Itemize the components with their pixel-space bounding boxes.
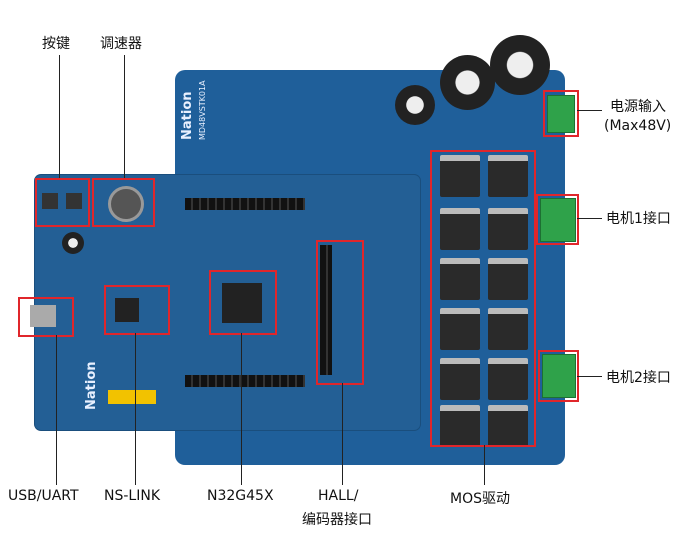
- mosfet: [488, 258, 528, 300]
- mosfet: [440, 405, 480, 447]
- mcu-highlight: [209, 270, 277, 335]
- capacitor: [62, 232, 84, 254]
- leader-line: [342, 383, 343, 485]
- mosfet: [488, 308, 528, 350]
- leader-line: [241, 333, 242, 485]
- mosfet: [488, 208, 528, 250]
- mosfet: [440, 155, 480, 197]
- leader-line: [56, 335, 57, 485]
- leader-line: [577, 110, 602, 111]
- speed-regulator-highlight: [92, 178, 155, 227]
- control-board-brand: Nation: [84, 361, 99, 410]
- ns-link-chip: [115, 298, 139, 322]
- ns-link-highlight: [104, 285, 170, 335]
- label-ns-link: NS-LINK: [104, 488, 160, 504]
- leader-line: [135, 333, 136, 485]
- mosfet: [440, 208, 480, 250]
- power-terminal: [547, 95, 575, 133]
- knob: [108, 186, 144, 222]
- label-hall-line2: 编码器接口: [302, 512, 372, 528]
- label-motor2: 电机2接口: [606, 370, 671, 386]
- leader-line: [577, 376, 602, 377]
- pin-header: [185, 375, 305, 387]
- hall-highlight: [316, 240, 364, 385]
- pin-header: [185, 198, 305, 210]
- button-highlight: [35, 178, 90, 227]
- label-power-input: 电源输入: [610, 99, 666, 115]
- pin-header: [320, 245, 332, 375]
- label-usb-uart: USB/UART: [8, 488, 79, 504]
- motor2-highlight: [538, 350, 579, 402]
- mosfet: [440, 258, 480, 300]
- leader-line: [59, 55, 60, 178]
- button-switch: [42, 193, 58, 209]
- jumper: [108, 390, 156, 404]
- capacitor: [440, 55, 495, 110]
- capacitor: [395, 85, 435, 125]
- board-model: MD48VSTK01A: [198, 80, 207, 140]
- leader-line: [484, 445, 485, 485]
- button-switch: [66, 193, 82, 209]
- leader-line: [124, 55, 125, 178]
- mosfet: [488, 358, 528, 400]
- motor1-highlight: [536, 194, 579, 245]
- label-button: 按键: [42, 36, 70, 52]
- label-mos: MOS驱动: [450, 491, 510, 507]
- label-mcu: N32G45X: [207, 488, 274, 504]
- label-motor1: 电机1接口: [606, 211, 671, 227]
- motor1-terminal: [540, 198, 576, 242]
- usb-highlight: [18, 297, 74, 337]
- label-speed-regulator: 调速器: [100, 36, 142, 52]
- power-highlight: [543, 90, 579, 137]
- mosfet: [440, 358, 480, 400]
- mosfet: [440, 308, 480, 350]
- leader-line: [577, 218, 602, 219]
- usb-port: [30, 305, 56, 327]
- mos-highlight: [430, 150, 536, 447]
- label-hall-line1: HALL/: [318, 488, 359, 504]
- mcu-chip: [222, 283, 262, 323]
- mosfet: [488, 155, 528, 197]
- capacitor: [490, 35, 550, 95]
- board-brand: Nation: [180, 91, 195, 140]
- label-power-input-note: (Max48V): [604, 118, 672, 134]
- mosfet: [488, 405, 528, 447]
- motor2-terminal: [542, 354, 576, 398]
